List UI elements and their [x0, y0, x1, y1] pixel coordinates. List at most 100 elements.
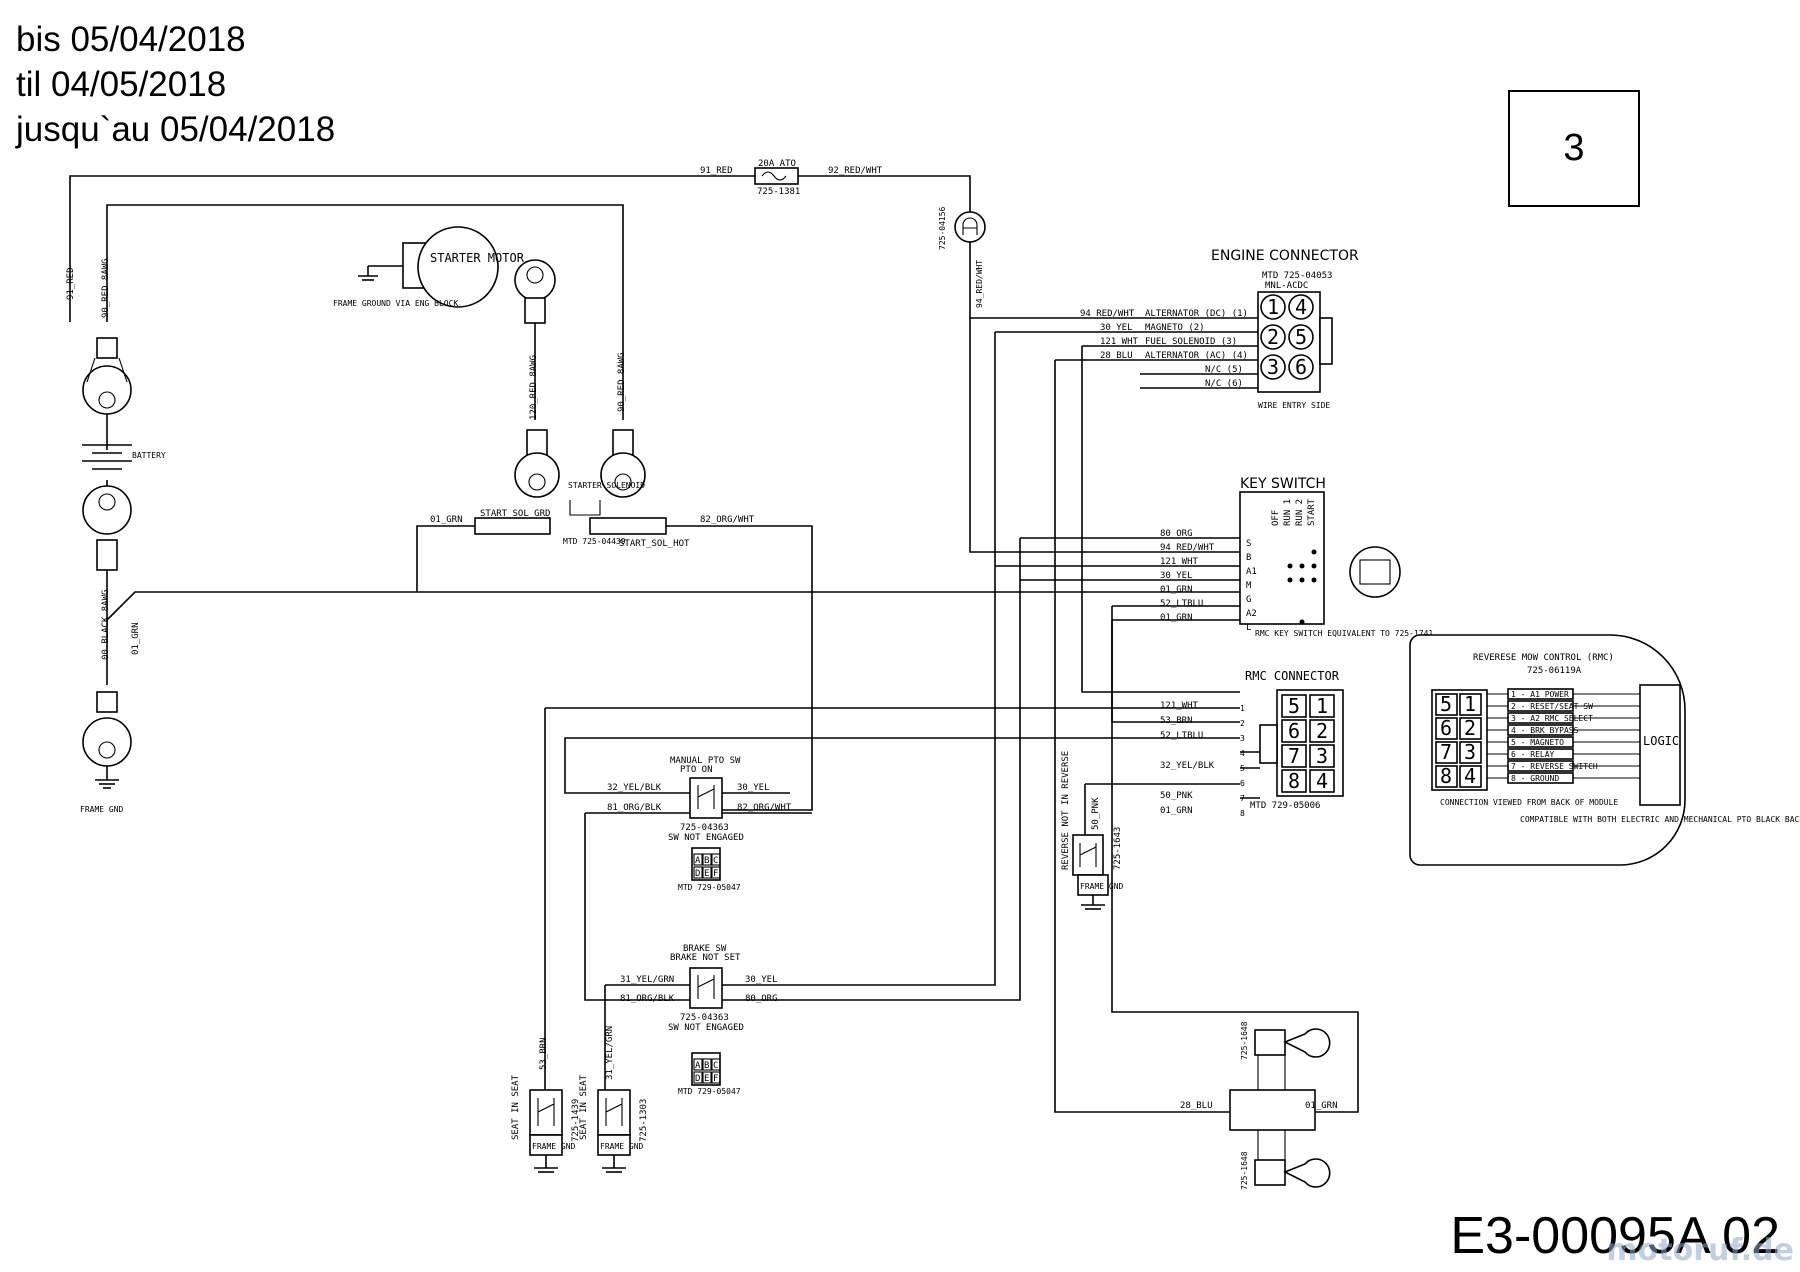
reverse-switch-label: REVERSE NOT IN REVERSE — [1061, 751, 1071, 870]
seat-switch-2: 31_YEL/GRN SEAT IN SEAT 725-1303 FRAME G… — [579, 1026, 649, 1173]
switch-connector-letter: A — [695, 856, 701, 866]
rmc-module-function: 2 - RESET/SEAT SW — [1511, 702, 1593, 711]
switch-connector-cell — [702, 1058, 712, 1071]
solenoid-right-connector: START_SOL_HOT — [619, 539, 690, 549]
rmc-pin-number: 8 — [1288, 769, 1300, 793]
battery-frame-gnd: FRAME GND — [80, 805, 124, 814]
key-contact-dot — [1311, 577, 1317, 583]
rmc-row-number: 6 — [1240, 779, 1245, 788]
rmc-pin-number: 4 — [1316, 769, 1328, 793]
reverse-switch-part: 725-1643 — [1113, 827, 1123, 870]
switch-connector-cell — [702, 853, 712, 866]
switch-connector-body — [691, 847, 721, 881]
seat1-part: 725-1439 — [571, 1099, 581, 1142]
left-wire-00-black: 00 BLACK 8AWG — [101, 590, 111, 660]
rmc-module: REVERESE MOW CONTROL (RMC) 725-06119A LO… — [1409, 634, 1800, 866]
reverse-switch: 50_PNK REVERSE NOT IN REVERSE 725-1643 F… — [1061, 751, 1124, 910]
fuse-wire-out: 92_RED/WHT — [828, 166, 883, 176]
switch-connector-letter: F — [713, 869, 718, 879]
rmc-pin — [1309, 719, 1335, 743]
battery-label: BATTERY — [132, 451, 166, 460]
headlight-wire-right: 01_GRN — [1305, 1101, 1338, 1111]
seat1-label: SEAT IN SEAT — [511, 1074, 521, 1140]
page-number-box: 3 — [1508, 90, 1640, 207]
rmc-module-function-box — [1507, 700, 1574, 712]
switch-connector-cell — [693, 866, 703, 879]
key-contact-dot — [1299, 619, 1305, 625]
switch-connector-cell — [711, 1058, 721, 1071]
brake-switch-title: BRAKE SW — [683, 944, 727, 954]
key-contact-dot — [1287, 563, 1293, 569]
left-wire-91-red: 91_RED — [66, 267, 76, 300]
rmc-module-pin — [1435, 765, 1458, 788]
engine-wire-function: N/C (6) — [1205, 379, 1243, 389]
brake-wire-right-top: 30_YEL — [745, 975, 778, 985]
engine-pin — [1288, 294, 1314, 320]
rmc-pin — [1309, 769, 1335, 793]
engine-pin-number: 2 — [1267, 325, 1279, 349]
rmc-row-wire: 53_BRN — [1160, 716, 1193, 726]
switch-connector-letter: E — [704, 869, 709, 879]
pto-wire-right-top: 30_YEL — [737, 783, 770, 793]
rmc-module-pin-number: 1 — [1464, 692, 1476, 716]
rmc-connector-title: RMC CONNECTOR — [1245, 669, 1340, 683]
key-terminal: M — [1246, 581, 1252, 591]
switch-connector-cell — [693, 1058, 703, 1071]
rmc-row-number: 7 — [1240, 794, 1245, 803]
rmc-pin — [1281, 769, 1307, 793]
left-wire-labels: 91_RED 90_RED 8AWG 00 BLACK 8AWG 01_GRN — [66, 258, 141, 660]
wire-network — [69, 175, 1359, 1115]
rmc-module-function-box — [1507, 760, 1574, 772]
engine-pin-number: 1 — [1267, 295, 1279, 319]
engine-wire-label: 28_BLU — [1100, 351, 1133, 361]
engine-pin-number: 5 — [1295, 325, 1307, 349]
rmc-row-number: 5 — [1240, 764, 1245, 773]
rmc-pin — [1309, 744, 1335, 768]
key-position: RUN 1 — [1283, 499, 1293, 526]
rmc-pin — [1281, 719, 1307, 743]
solenoid-label: STARTER SOLENOID — [568, 481, 645, 490]
engine-wire-function: FUEL SOLENOID (3) — [1145, 337, 1237, 347]
pto-switch-note: SW NOT ENGAGED — [668, 833, 744, 843]
left-wire-01-grn: 01_GRN — [131, 622, 141, 655]
rmc-module-function: 8 - GROUND — [1511, 774, 1559, 783]
key-terminal: A2 — [1246, 609, 1257, 619]
headlight-wire-left: 28_BLU — [1180, 1101, 1213, 1111]
key-wire-label: 52_LTBLU — [1160, 599, 1203, 609]
engine-wire-function: ALTERNATOR (AC) (4) — [1145, 351, 1248, 361]
rmc-module-function: 1 - A1 POWER — [1511, 690, 1569, 699]
switch-connector-letter: D — [695, 869, 700, 879]
reverse-switch-wire: 50_PNK — [1091, 797, 1101, 830]
rmc-module-function-box — [1507, 724, 1574, 736]
engine-connector-wire-entry: WIRE ENTRY SIDE — [1258, 401, 1330, 410]
rmc-row-number: 1 — [1240, 704, 1245, 713]
key-terminal: L — [1246, 623, 1251, 633]
rmc-pin — [1281, 744, 1307, 768]
switch-connector-letter: F — [713, 1074, 718, 1084]
solenoid-part: MTD 725-04439 — [563, 537, 626, 546]
rmc-module-pin-number: 4 — [1464, 764, 1476, 788]
rmc-module-function: 6 - RELAY — [1511, 750, 1555, 759]
rmc-module-view-note: CONNECTION VIEWED FROM BACK OF MODULE — [1440, 798, 1618, 807]
rmc-module-pin-number: 8 — [1440, 764, 1452, 788]
key-contact-dot — [1311, 549, 1317, 555]
seat2-part: 725-1303 — [639, 1099, 649, 1142]
headlight-part-top: 725-1648 — [1240, 1021, 1249, 1060]
rmc-module-pin — [1459, 693, 1482, 716]
seat2-frame-gnd: FRAME GND — [600, 1142, 644, 1151]
rmc-module-pin — [1459, 765, 1482, 788]
page-number: 3 — [1563, 127, 1585, 169]
headlight-part-bottom: 725-1648 — [1240, 1151, 1249, 1190]
brake-switch-state: BRAKE NOT SET — [670, 953, 741, 963]
header-line-2: til 04/05/2018 — [16, 65, 227, 104]
engine-pin — [1288, 354, 1314, 380]
switch-connector-letter: B — [704, 856, 709, 866]
starter-title-line: STARTER MOTOR — [430, 251, 525, 265]
rmc-module-pin — [1435, 693, 1458, 716]
switch-connector-cell — [711, 1071, 721, 1084]
rmc-row-wire: 50_PNK — [1160, 791, 1193, 801]
rmc-module-function-box — [1507, 688, 1574, 700]
engine-wire-function: ALTERNATOR (DC) (1) — [1145, 309, 1248, 319]
